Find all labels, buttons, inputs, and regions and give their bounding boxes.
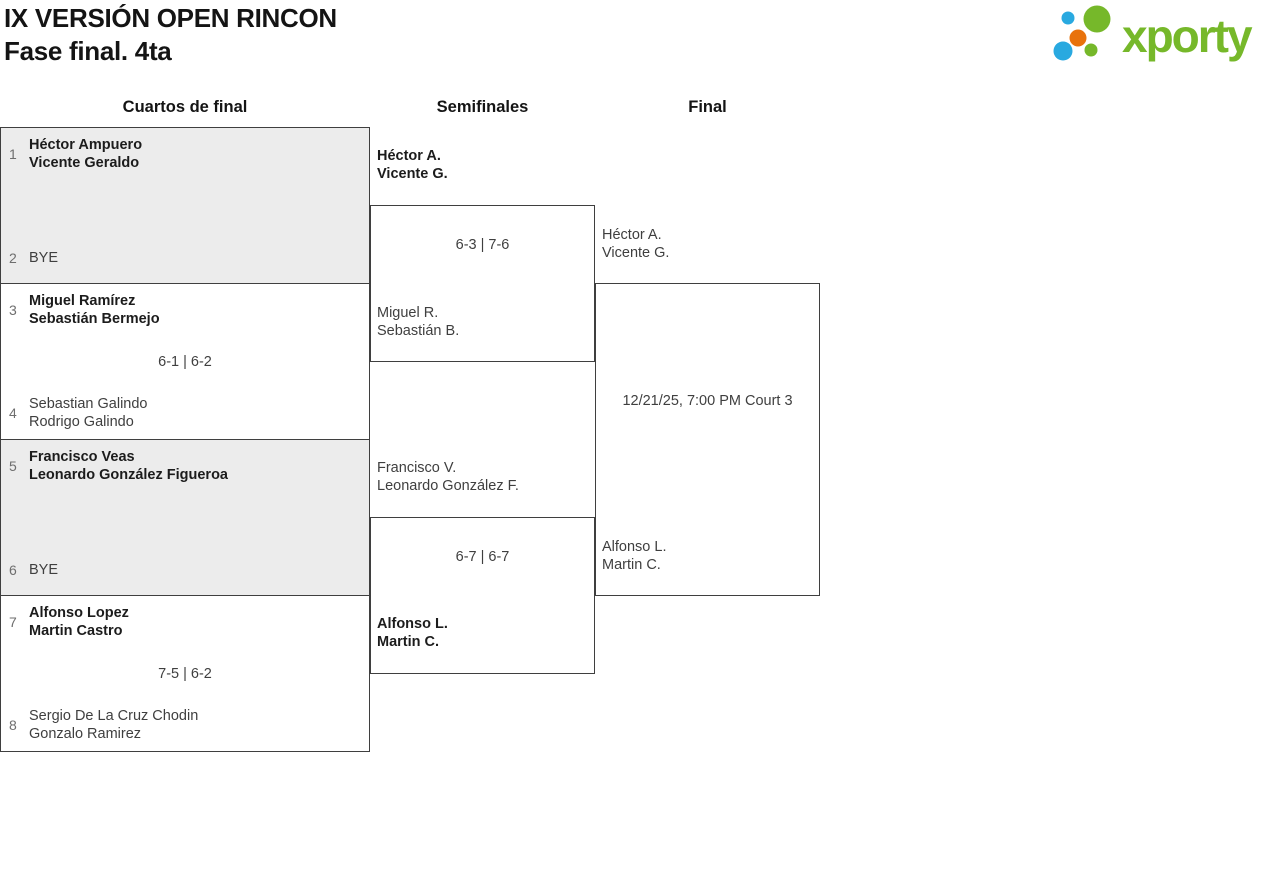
player-name: Miguel Ramírez bbox=[29, 293, 136, 309]
team-pair: Francisco V. Leonardo González F. bbox=[377, 459, 519, 495]
round-header-semifinales: Semifinales bbox=[436, 98, 529, 116]
team-pair: Alfonso Lopez Martin Castro bbox=[29, 604, 129, 640]
seed-label: 1 bbox=[9, 146, 17, 162]
team-pair: Héctor Ampuero Vicente Geraldo bbox=[29, 136, 142, 172]
team-pair: BYE bbox=[29, 249, 58, 267]
match-score: 6-1 | 6-2 bbox=[158, 353, 212, 370]
sf-match-2[interactable] bbox=[370, 517, 595, 674]
match-score: 7-5 | 6-2 bbox=[158, 665, 212, 682]
team-pair: Francisco Veas Leonardo González Figuero… bbox=[29, 448, 228, 484]
team-pair: Sergio De La Cruz Chodin Gonzalo Ramirez bbox=[29, 707, 198, 743]
round-header-final: Final bbox=[688, 98, 727, 116]
team-pair: Alfonso L. Martin C. bbox=[602, 538, 667, 574]
logo-text: xporty bbox=[1122, 10, 1253, 62]
seed-label: 2 bbox=[9, 250, 17, 266]
player-name: Gonzalo Ramirez bbox=[29, 726, 142, 742]
qf-match-1[interactable]: 1 Héctor Ampuero Vicente Geraldo 2 BYE bbox=[0, 127, 370, 284]
player-name: Francisco Veas bbox=[29, 449, 135, 465]
seed-label: 7 bbox=[9, 614, 17, 630]
player-name: Martin C. bbox=[602, 557, 661, 573]
player-name: Sergio De La Cruz Chodin bbox=[29, 708, 199, 724]
sf-match-1[interactable] bbox=[370, 205, 595, 362]
qf-match-4[interactable]: 7 Alfonso Lopez Martin Castro 7-5 | 6-2 … bbox=[0, 595, 370, 752]
seed-label: 4 bbox=[9, 405, 17, 421]
page-header: IX VERSIÓN OPEN RINCON Fase final. 4ta bbox=[4, 2, 337, 68]
player-name: Martin C. bbox=[377, 634, 440, 650]
team-pair: Miguel Ramírez Sebastián Bermejo bbox=[29, 292, 160, 328]
player-name: Leonardo González F. bbox=[377, 478, 519, 494]
player-name: Alfonso L. bbox=[377, 616, 448, 632]
final-match[interactable] bbox=[595, 283, 820, 596]
player-name: Vicente G. bbox=[377, 166, 448, 182]
player-name: Leonardo González Figueroa bbox=[29, 467, 228, 483]
seed-label: 3 bbox=[9, 302, 17, 318]
team-pair: Héctor A. Vicente G. bbox=[377, 147, 448, 183]
team-pair: Miguel R. Sebastián B. bbox=[377, 304, 459, 340]
seed-label: 5 bbox=[9, 458, 17, 474]
player-name: Alfonso L. bbox=[602, 539, 667, 555]
player-name: Sebastián B. bbox=[377, 323, 460, 339]
team-pair: Sebastian Galindo Rodrigo Galindo bbox=[29, 395, 148, 431]
page-subtitle: Fase final. 4ta bbox=[4, 36, 172, 66]
bye-label: BYE bbox=[29, 250, 59, 266]
match-score: 6-3 | 7-6 bbox=[455, 237, 510, 253]
xporty-logo[interactable]: xporty bbox=[1048, 0, 1253, 72]
player-name: Vicente G. bbox=[602, 245, 670, 261]
match-score: 6-7 | 6-7 bbox=[455, 549, 510, 565]
player-name: Sebastián Bermejo bbox=[29, 311, 160, 327]
player-name: Francisco V. bbox=[377, 460, 457, 476]
player-name: Sebastian Galindo bbox=[29, 396, 148, 412]
qf-match-3[interactable]: 5 Francisco Veas Leonardo González Figue… bbox=[0, 439, 370, 596]
player-name: Héctor Ampuero bbox=[29, 137, 143, 153]
team-pair: Alfonso L. Martin C. bbox=[377, 615, 448, 651]
seed-label: 8 bbox=[9, 717, 17, 733]
player-name: Alfonso Lopez bbox=[29, 605, 129, 621]
player-name: Rodrigo Galindo bbox=[29, 414, 134, 430]
team-pair: BYE bbox=[29, 561, 58, 579]
player-name: Martin Castro bbox=[29, 623, 123, 639]
team-pair: Héctor A. Vicente G. bbox=[602, 226, 669, 262]
logo-dots-icon bbox=[1048, 1, 1116, 72]
round-header-cuartos: Cuartos de final bbox=[122, 98, 248, 116]
player-name: Héctor A. bbox=[602, 227, 662, 243]
player-name: Héctor A. bbox=[377, 148, 441, 164]
page-title: IX VERSIÓN OPEN RINCON bbox=[4, 3, 337, 33]
bye-label: BYE bbox=[29, 562, 59, 578]
match-schedule: 12/21/25, 7:00 PM Court 3 bbox=[622, 393, 793, 409]
qf-match-2[interactable]: 3 Miguel Ramírez Sebastián Bermejo 6-1 |… bbox=[0, 283, 370, 440]
seed-label: 6 bbox=[9, 562, 17, 578]
player-name: Vicente Geraldo bbox=[29, 155, 140, 171]
player-name: Miguel R. bbox=[377, 305, 439, 321]
